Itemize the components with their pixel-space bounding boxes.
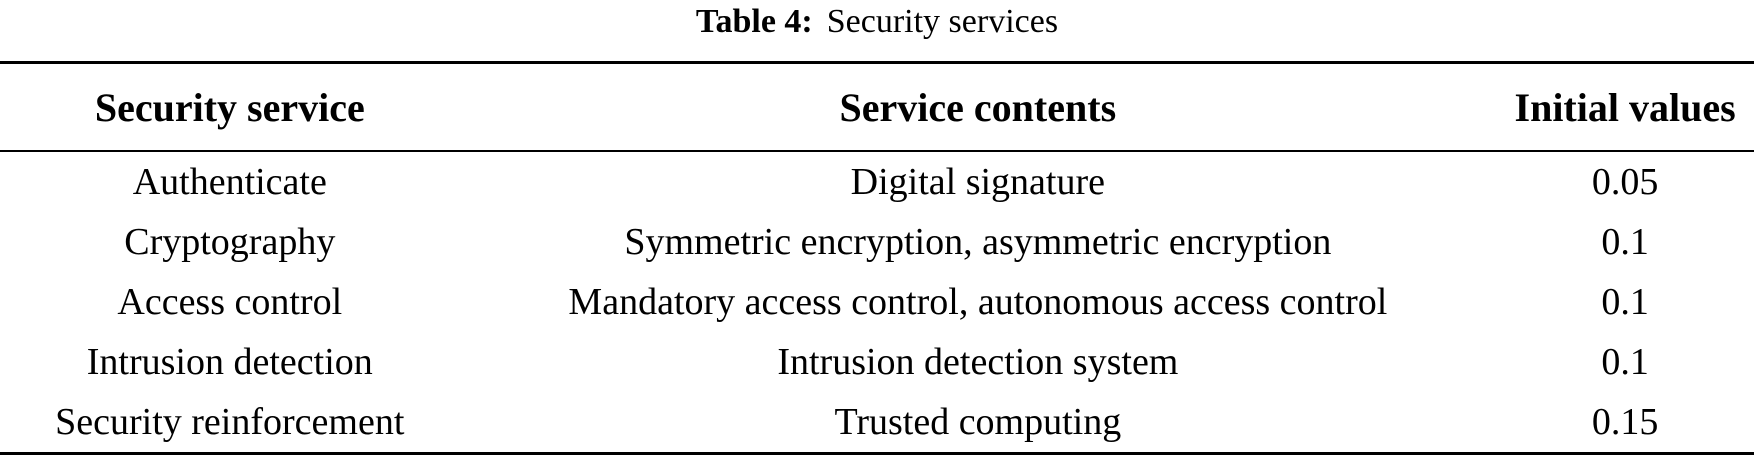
cell-security-service: Intrusion detection: [86, 341, 373, 383]
column-header-initial-values: Initial values: [1496, 62, 1754, 152]
cell-security-service: Authenticate: [132, 161, 327, 203]
table-row: Cryptography Symmetric encryption, asymm…: [0, 212, 1754, 272]
cell-service-contents: Symmetric encryption, asymmetric encrypt…: [624, 221, 1332, 263]
table-header: Security service Service contents Initia…: [0, 62, 1754, 152]
cell-security-service: Security reinforcement: [55, 401, 405, 443]
table-body: Authenticate Digital signature 0.05 Cryp…: [0, 151, 1754, 454]
table-header-row: Security service Service contents Initia…: [0, 62, 1754, 152]
column-header-service-contents: Service contents: [459, 62, 1497, 152]
cell-initial-value: 0.1: [1601, 341, 1649, 383]
cell-service-contents: Intrusion detection system: [777, 341, 1179, 383]
cell-service-contents: Digital signature: [850, 161, 1106, 203]
security-services-table: Security service Service contents Initia…: [0, 61, 1754, 455]
table-row: Authenticate Digital signature 0.05: [0, 151, 1754, 212]
table-row: Access control Mandatory access control,…: [0, 272, 1754, 332]
cell-security-service: Access control: [117, 281, 343, 323]
cell-service-contents: Trusted computing: [834, 401, 1122, 443]
cell-service-contents: Mandatory access control, autonomous acc…: [568, 281, 1388, 323]
table-row: Intrusion detection Intrusion detection …: [0, 332, 1754, 392]
cell-initial-value: 0.1: [1601, 221, 1649, 263]
cell-initial-value: 0.05: [1591, 161, 1659, 203]
table-caption: Table 4: Security services: [0, 0, 1754, 61]
table-caption-text: Security services: [826, 3, 1059, 40]
cell-initial-value: 0.1: [1601, 281, 1649, 323]
column-header-security-service: Security service: [0, 62, 460, 152]
table-caption-label: Table 4:: [695, 3, 813, 40]
cell-initial-value: 0.15: [1591, 401, 1659, 443]
cell-security-service: Cryptography: [124, 221, 336, 263]
table-row: Security reinforcement Trusted computing…: [0, 392, 1754, 454]
